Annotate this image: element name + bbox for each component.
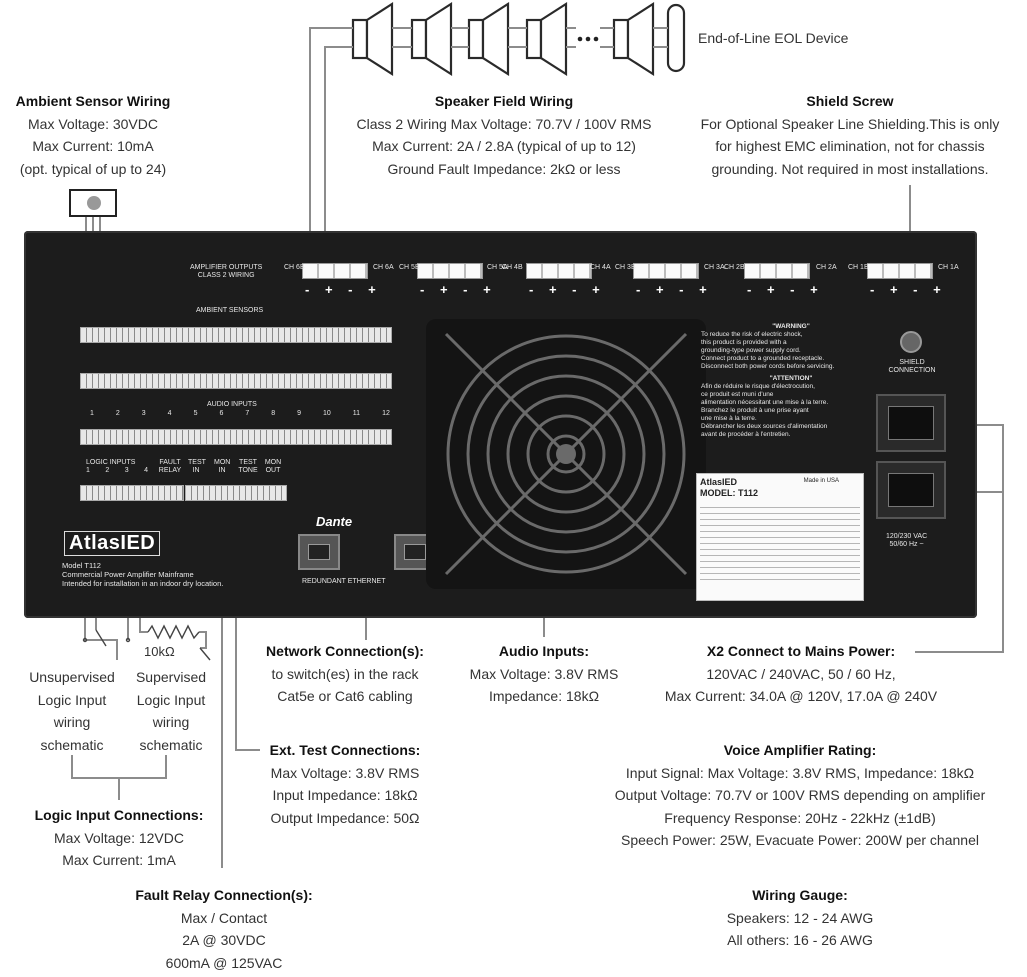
ch-label: CH 3B bbox=[615, 264, 636, 271]
polarity-label: - + - + bbox=[870, 282, 947, 297]
speaker-output-5[interactable] bbox=[417, 263, 483, 279]
atlasied-logo: AtlasIED bbox=[64, 531, 161, 556]
ambient-sensor-terminal-block[interactable] bbox=[80, 327, 392, 343]
ch-label: CH 6B bbox=[284, 264, 305, 271]
speaker-chain bbox=[351, 1, 686, 77]
mon-out-label: MON OUT bbox=[264, 459, 282, 474]
speaker-output-6[interactable] bbox=[302, 263, 368, 279]
audio-inputs-caption: Audio Inputs: Max Voltage: 3.8V RMS Impe… bbox=[469, 643, 619, 704]
test-terminal-block[interactable] bbox=[185, 485, 287, 501]
ch-label: CH 3A bbox=[704, 264, 725, 271]
shield-connection-label: SHIELD CONNECTION bbox=[888, 359, 936, 374]
polarity-label: - + - + bbox=[529, 282, 606, 297]
fan-guard-icon bbox=[444, 332, 688, 576]
speaker-output-1[interactable] bbox=[867, 263, 933, 279]
mon-in-label: MON IN bbox=[214, 459, 231, 474]
switch-icon bbox=[82, 629, 107, 647]
polarity-label: - + - + bbox=[636, 282, 713, 297]
speaker-icon bbox=[467, 1, 510, 77]
speaker-wiring-caption: Speaker Field Wiring Class 2 Wiring Max … bbox=[356, 93, 652, 177]
ch-label: CH 4B bbox=[502, 264, 523, 271]
voice-amp-caption: Voice Amplifier Rating: Input Signal: Ma… bbox=[614, 742, 986, 848]
logic-input-terminal-block[interactable] bbox=[80, 485, 184, 501]
dante-logo: Dante bbox=[316, 514, 353, 529]
warning-text: "WARNING" To reduce the risk of electric… bbox=[701, 323, 835, 438]
ambient-sensor-terminal-block[interactable] bbox=[80, 373, 392, 389]
speaker-output-4[interactable] bbox=[526, 263, 592, 279]
logic-input-caption: Logic Input Connections: Max Voltage: 12… bbox=[34, 807, 204, 868]
mains-inlet-2[interactable] bbox=[876, 461, 946, 519]
ambient-sensors-label: AMBIENT SENSORS bbox=[196, 307, 264, 314]
ch-label: CH 5A bbox=[487, 264, 508, 271]
ambient-sensor-icon bbox=[69, 189, 117, 217]
mains-inlet-1[interactable] bbox=[876, 394, 946, 452]
speaker-icon bbox=[351, 1, 394, 77]
shield-screw[interactable] bbox=[900, 331, 922, 353]
resistor-icon bbox=[147, 624, 200, 640]
ch-label: CH 2A bbox=[816, 264, 837, 271]
redundant-ethernet-label: REDUNDANT ETHERNET bbox=[302, 578, 386, 585]
audio-input-terminal-block[interactable] bbox=[80, 429, 392, 445]
resistor-label: 10kΩ bbox=[144, 644, 175, 659]
ambient-sensor-caption: Ambient Sensor Wiring Max Voltage: 30VDC… bbox=[15, 93, 171, 177]
mains-power-caption: X2 Connect to Mains Power: 120VAC / 240V… bbox=[664, 643, 938, 704]
speaker-icon bbox=[612, 1, 655, 77]
shield-screw-caption: Shield Screw For Optional Speaker Line S… bbox=[700, 93, 1000, 177]
speaker-output-3[interactable] bbox=[633, 263, 699, 279]
fault-relay-label: FAULT RELAY bbox=[158, 459, 182, 474]
speaker-icon bbox=[525, 1, 568, 77]
ch-label: CH 1B bbox=[848, 264, 869, 271]
mains-rating-label: 120/230 VAC 50/60 Hz ~ bbox=[886, 533, 928, 548]
unsupervised-caption: Unsupervised Logic Input wiring schemati… bbox=[29, 669, 115, 753]
ellipsis-icon bbox=[577, 36, 599, 42]
supervised-caption: Supervised Logic Input wiring schematic bbox=[135, 669, 207, 753]
ch-label: CH 1A bbox=[938, 264, 959, 271]
speaker-icon bbox=[410, 1, 453, 77]
test-tone-label: TEST TONE bbox=[238, 459, 258, 474]
polarity-label: - + - + bbox=[305, 282, 382, 297]
eol-device-icon bbox=[666, 3, 686, 73]
eol-device-label: End-of-Line EOL Device bbox=[698, 30, 849, 46]
ch-label: CH 4A bbox=[590, 264, 611, 271]
model-info: Model T112 Commercial Power Amplifier Ma… bbox=[62, 561, 224, 588]
test-in-label: TEST IN bbox=[188, 459, 206, 474]
fault-relay-caption: Fault Relay Connection(s): Max / Contact… bbox=[135, 887, 313, 971]
polarity-label: - + - + bbox=[747, 282, 824, 297]
speaker-output-2[interactable] bbox=[744, 263, 810, 279]
network-caption: Network Connection(s): to switch(es) in … bbox=[266, 643, 424, 704]
wiring-gauge-caption: Wiring Gauge: Speakers: 12 - 24 AWG All … bbox=[726, 887, 874, 948]
product-rating-label: AtlasIED MODEL: T112 Made in USA bbox=[696, 473, 864, 601]
ext-test-caption: Ext. Test Connections: Max Voltage: 3.8V… bbox=[269, 742, 421, 826]
logic-inputs-label: LOGIC INPUTS bbox=[86, 459, 136, 466]
switch-icon bbox=[125, 637, 211, 661]
ch-label: CH 5B bbox=[399, 264, 420, 271]
ethernet-port-primary[interactable] bbox=[298, 534, 340, 570]
ch-label: CH 2B bbox=[724, 264, 745, 271]
fan-grille bbox=[426, 319, 706, 589]
ch-label: CH 6A bbox=[373, 264, 394, 271]
polarity-label: - + - + bbox=[420, 282, 497, 297]
audio-inputs-label: AUDIO INPUTS bbox=[207, 401, 257, 408]
